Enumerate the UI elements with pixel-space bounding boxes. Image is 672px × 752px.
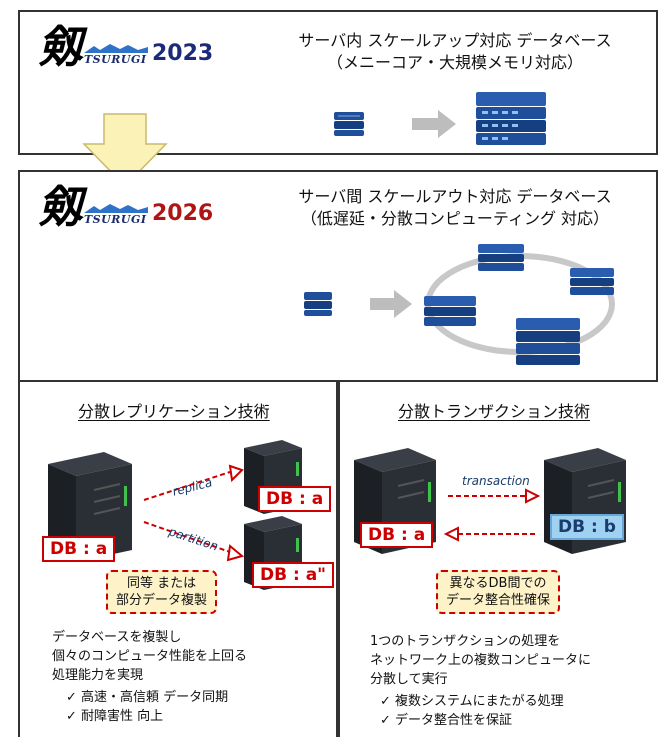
replication-desc-line1: データベースを複製し — [52, 630, 182, 645]
transaction-check-2: ✓ データ整合性を保証 — [380, 713, 513, 728]
panel-2026: 剱 TSURUGI 2026 サーバ間 スケールアウト対応 データベース （低遅… — [18, 170, 658, 737]
replication-note: 同等 または 部分データ複製 — [106, 570, 218, 614]
replication-title: 分散レプリケーション技術 — [78, 402, 270, 421]
logo-brand: TSURUGI — [84, 203, 148, 226]
db-source-label: DB : a — [42, 536, 116, 562]
db-right-label: DB : b — [550, 514, 624, 540]
logo-year: 2023 — [152, 41, 214, 66]
gray-arrow-icon — [412, 110, 456, 138]
headline-2023-line1: サーバ内 スケールアップ対応 データベース — [298, 31, 612, 50]
replication-desc-line3: 処理能力を実現 — [52, 668, 144, 683]
transaction-description: 1つのトランザクションの処理を ネットワーク上の複数コンピュータに 分散して実行 — [370, 632, 591, 689]
logo-brand-name: TSURUGI — [84, 53, 147, 66]
headline-2026-line1: サーバ間 スケールアウト対応 データベース — [298, 187, 612, 206]
transaction-desc-line2: ネットワーク上の複数コンピュータに — [370, 653, 592, 668]
replication-check-1: ✓ 高速・高信頼 データ同期 — [66, 690, 229, 705]
cluster-server-icon — [516, 318, 580, 365]
transaction-check-1: ✓ 複数システムにまたがる処理 — [380, 694, 564, 709]
transaction-note-line2: データ整合性確保 — [446, 593, 551, 608]
large-server-icon — [476, 92, 546, 145]
transaction-checklist: ✓ 複数システムにまたがる処理 ✓ データ整合性を保証 — [380, 692, 564, 730]
replication-description: データベースを複製し 個々のコンピュータ性能を上回る 処理能力を実現 — [52, 628, 247, 685]
small-server-icon — [304, 292, 332, 316]
replica-arrow-icon — [143, 464, 244, 501]
tsurugi-logo-2023: 剱 TSURUGI 2023 — [38, 26, 213, 70]
headline-2026: サーバ間 スケールアウト対応 データベース （低遅延・分散コンピューティング 対… — [260, 186, 650, 230]
replication-checklist: ✓ 高速・高信頼 データ同期 ✓ 耐障害性 向上 — [66, 688, 228, 726]
replication-note-line2: 部分データ複製 — [116, 593, 208, 608]
transaction-note: 異なるDB間での データ整合性確保 — [436, 570, 561, 614]
tsurugi-logo-2026: 剱 TSURUGI 2026 — [38, 186, 213, 230]
mountain-icon — [84, 44, 148, 53]
gray-arrow-icon — [370, 290, 412, 318]
scaleup-illustration — [334, 92, 546, 145]
transaction-desc-line1: 1つのトランザクションの処理を — [370, 634, 561, 649]
cluster-server-icon — [424, 296, 476, 326]
transaction-desc-line3: 分散して実行 — [370, 672, 448, 687]
partition-arrow-icon — [143, 521, 245, 562]
transaction-panel: 分散トランザクション技術 — [338, 380, 658, 737]
logo-kanji: 剱 — [38, 182, 82, 233]
replication-check-2: ✓ 耐障害性 向上 — [66, 709, 164, 724]
logo-brand-name: TSURUGI — [84, 213, 147, 226]
scaleout-illustration — [304, 244, 615, 365]
replication-desc-line2: 個々のコンピュータ性能を上回る — [52, 649, 248, 664]
db-replica-label: DB : a — [258, 486, 332, 512]
logo-kanji: 剱 — [38, 22, 82, 73]
transaction-back-arrow-icon — [443, 526, 536, 542]
server-tower-icon — [244, 440, 302, 514]
transaction-note-line1: 異なるDB間での — [449, 576, 547, 591]
replication-panel: 分散レプリケーション技術 — [18, 380, 338, 737]
cluster-server-icon — [478, 244, 524, 271]
headline-2023: サーバ内 スケールアップ対応 データベース （メニーコア・大規模メモリ対応） — [260, 30, 650, 74]
cluster-server-icon — [570, 268, 614, 295]
small-server-icon — [334, 112, 364, 136]
db-partition-label: DB : a" — [252, 562, 335, 588]
transaction-title: 分散トランザクション技術 — [398, 402, 591, 421]
logo-year: 2026 — [152, 201, 214, 226]
headline-2023-line2: （メニーコア・大規模メモリ対応） — [326, 53, 583, 72]
transaction-label: transaction — [462, 474, 530, 488]
db-left-label: DB : a — [360, 522, 434, 548]
transaction-forward-arrow-icon — [448, 488, 541, 504]
down-arrow-icon — [82, 113, 168, 188]
logo-brand: TSURUGI — [84, 43, 148, 66]
mountain-icon — [84, 204, 148, 213]
replication-note-line1: 同等 または — [126, 576, 197, 591]
headline-2026-line2: （低遅延・分散コンピューティング 対応） — [300, 209, 610, 228]
